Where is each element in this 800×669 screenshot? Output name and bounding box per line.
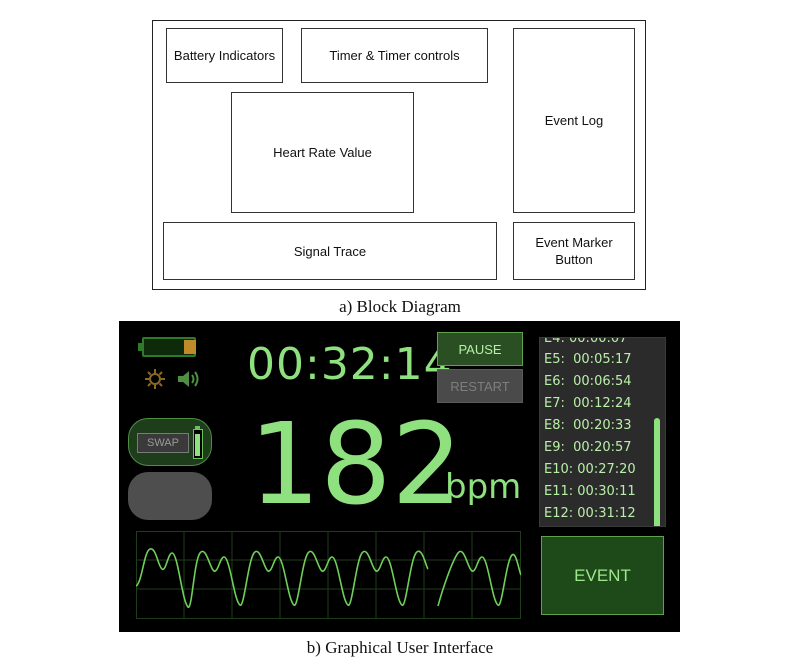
trace-waveform xyxy=(136,548,521,608)
block-label: Battery Indicators xyxy=(173,48,276,63)
timer-display: 00:32:14 xyxy=(247,339,453,390)
pause-button[interactable]: PAUSE xyxy=(437,332,523,366)
log-entry: E7: 00:12:24 xyxy=(544,396,632,411)
log-entry: E9: 00:20:57 xyxy=(544,440,632,455)
log-entry: E8: 00:20:33 xyxy=(544,418,632,433)
block-battery-indicators: Battery Indicators xyxy=(166,28,283,83)
sensor-battery-level xyxy=(195,434,200,456)
caption-gui: b) Graphical User Interface xyxy=(306,638,494,657)
restart-button[interactable]: RESTART xyxy=(437,369,523,403)
sensor-slot-empty[interactable] xyxy=(128,472,212,520)
sensor-battery-icon xyxy=(193,429,203,459)
block-label: Event Marker Button xyxy=(535,235,613,267)
log-entry: E10: 00:27:20 xyxy=(544,462,636,477)
block-label: Heart Rate Value xyxy=(273,145,372,160)
block-label: Timer & Timer controls xyxy=(329,48,460,63)
signal-trace xyxy=(136,531,521,619)
block-heart-rate-value: Heart Rate Value xyxy=(231,92,414,213)
block-label: Event Log xyxy=(544,113,604,128)
log-entry: E12: 00:31:12 xyxy=(544,506,636,521)
event-log-scrollbar[interactable] xyxy=(654,418,660,526)
block-event-log: Event Log xyxy=(513,28,635,213)
heart-rate-value: 182 xyxy=(249,400,463,530)
battery-tip xyxy=(138,343,142,351)
event-log[interactable]: E4: 00:00:07 E5: 00:05:17 E6: 00:06:54 E… xyxy=(539,337,666,527)
log-entry: E4: 00:00:07 xyxy=(544,337,628,346)
block-timer-controls: Timer & Timer controls xyxy=(301,28,488,83)
caption-block-diagram: a) Block Diagram xyxy=(339,297,461,316)
trace-grid xyxy=(136,531,521,619)
log-entry: E11: 00:30:11 xyxy=(544,484,636,499)
sensor-battery-tip xyxy=(195,426,200,429)
heart-rate-unit: bpm xyxy=(445,467,522,507)
battery-level xyxy=(184,340,196,354)
block-label: Signal Trace xyxy=(293,243,367,259)
block-signal-trace: Signal Trace xyxy=(163,222,497,280)
battery-icon xyxy=(142,337,196,357)
gui-screen: 00:32:14 PAUSE RESTART 182 bpm SWAP E4: … xyxy=(119,321,680,632)
log-entry: E5: 00:05:17 xyxy=(544,352,632,367)
block-diagram: Battery Indicators Timer & Timer control… xyxy=(152,20,646,290)
block-event-marker-button: Event Marker Button xyxy=(513,222,635,280)
event-marker-button[interactable]: EVENT xyxy=(541,536,664,615)
swap-button[interactable]: SWAP xyxy=(137,433,189,453)
log-entry: E6: 00:06:54 xyxy=(544,374,632,389)
gear-icon[interactable] xyxy=(144,368,166,390)
speaker-icon[interactable] xyxy=(176,368,202,390)
